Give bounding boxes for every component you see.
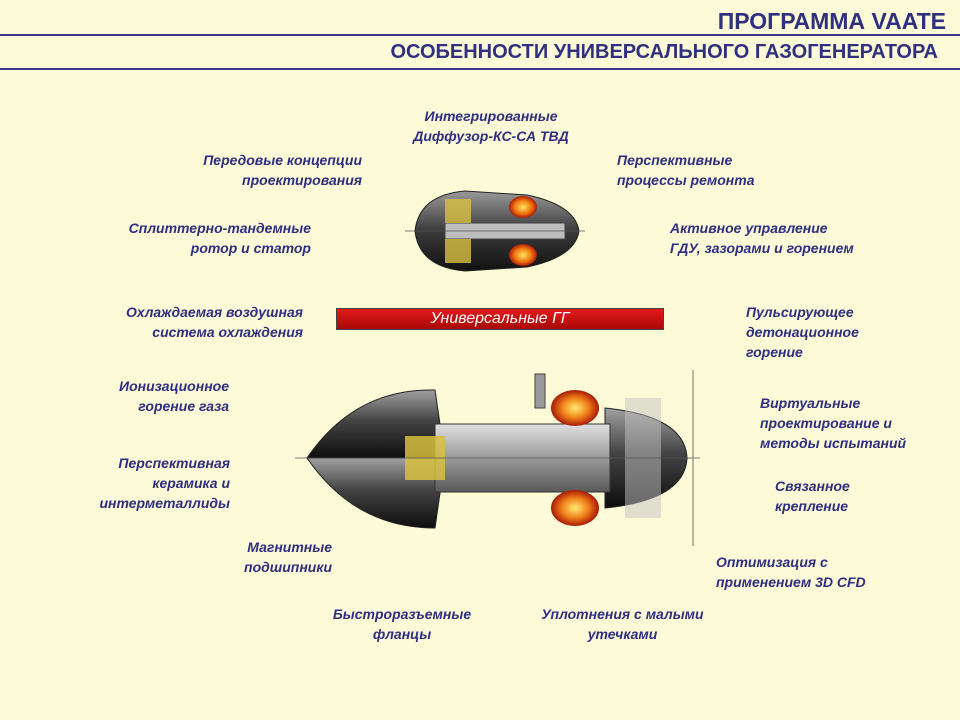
- header-rule-bottom: [0, 68, 960, 70]
- page-title: ОСОБЕННОСТИ УНИВЕРСАЛЬНОГО ГАЗОГЕНЕРАТОР…: [390, 41, 938, 63]
- program-title: ПРОГРАММА VAATE: [717, 8, 946, 34]
- header-rule-top: [0, 34, 960, 36]
- large-gas-generator-illustration: [295, 370, 700, 546]
- small-gas-generator-illustration: [405, 190, 585, 272]
- banner-label: Универсальные ГГ: [430, 310, 570, 327]
- universal-gas-generator-banner: Универсальные ГГ: [336, 308, 664, 330]
